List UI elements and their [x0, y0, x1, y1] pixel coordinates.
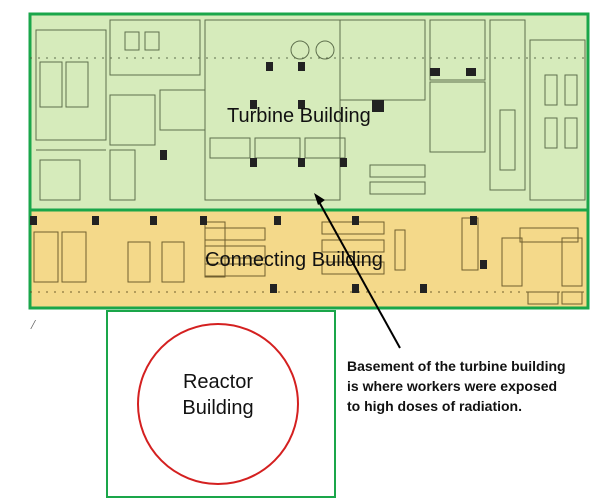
connecting-building-label: Connecting Building	[205, 249, 383, 271]
arrow-head	[314, 193, 325, 205]
annotation-line: to high doses of radiation.	[347, 398, 522, 414]
turbine-equipment-markers	[160, 62, 476, 167]
turbine-building-zone	[28, 12, 590, 212]
reactor-circle	[137, 323, 299, 485]
connecting-equipment-markers	[30, 216, 487, 293]
connecting-floor-plan-linework	[30, 217, 588, 305]
reactor-building-label-line2: Building	[182, 397, 253, 419]
annotation-line: Basement of the turbine building	[347, 358, 566, 374]
annotation-line: is where workers were exposed	[347, 378, 558, 394]
annotation-text: Basement of the turbine building is wher…	[347, 356, 609, 416]
margin-mark: /	[31, 318, 35, 333]
turbine-building-label: Turbine Building	[227, 105, 371, 127]
turbine-floor-plan-linework	[30, 19, 588, 201]
annotation-arrow	[317, 199, 401, 349]
reactor-building-label: Reactor	[183, 371, 253, 393]
